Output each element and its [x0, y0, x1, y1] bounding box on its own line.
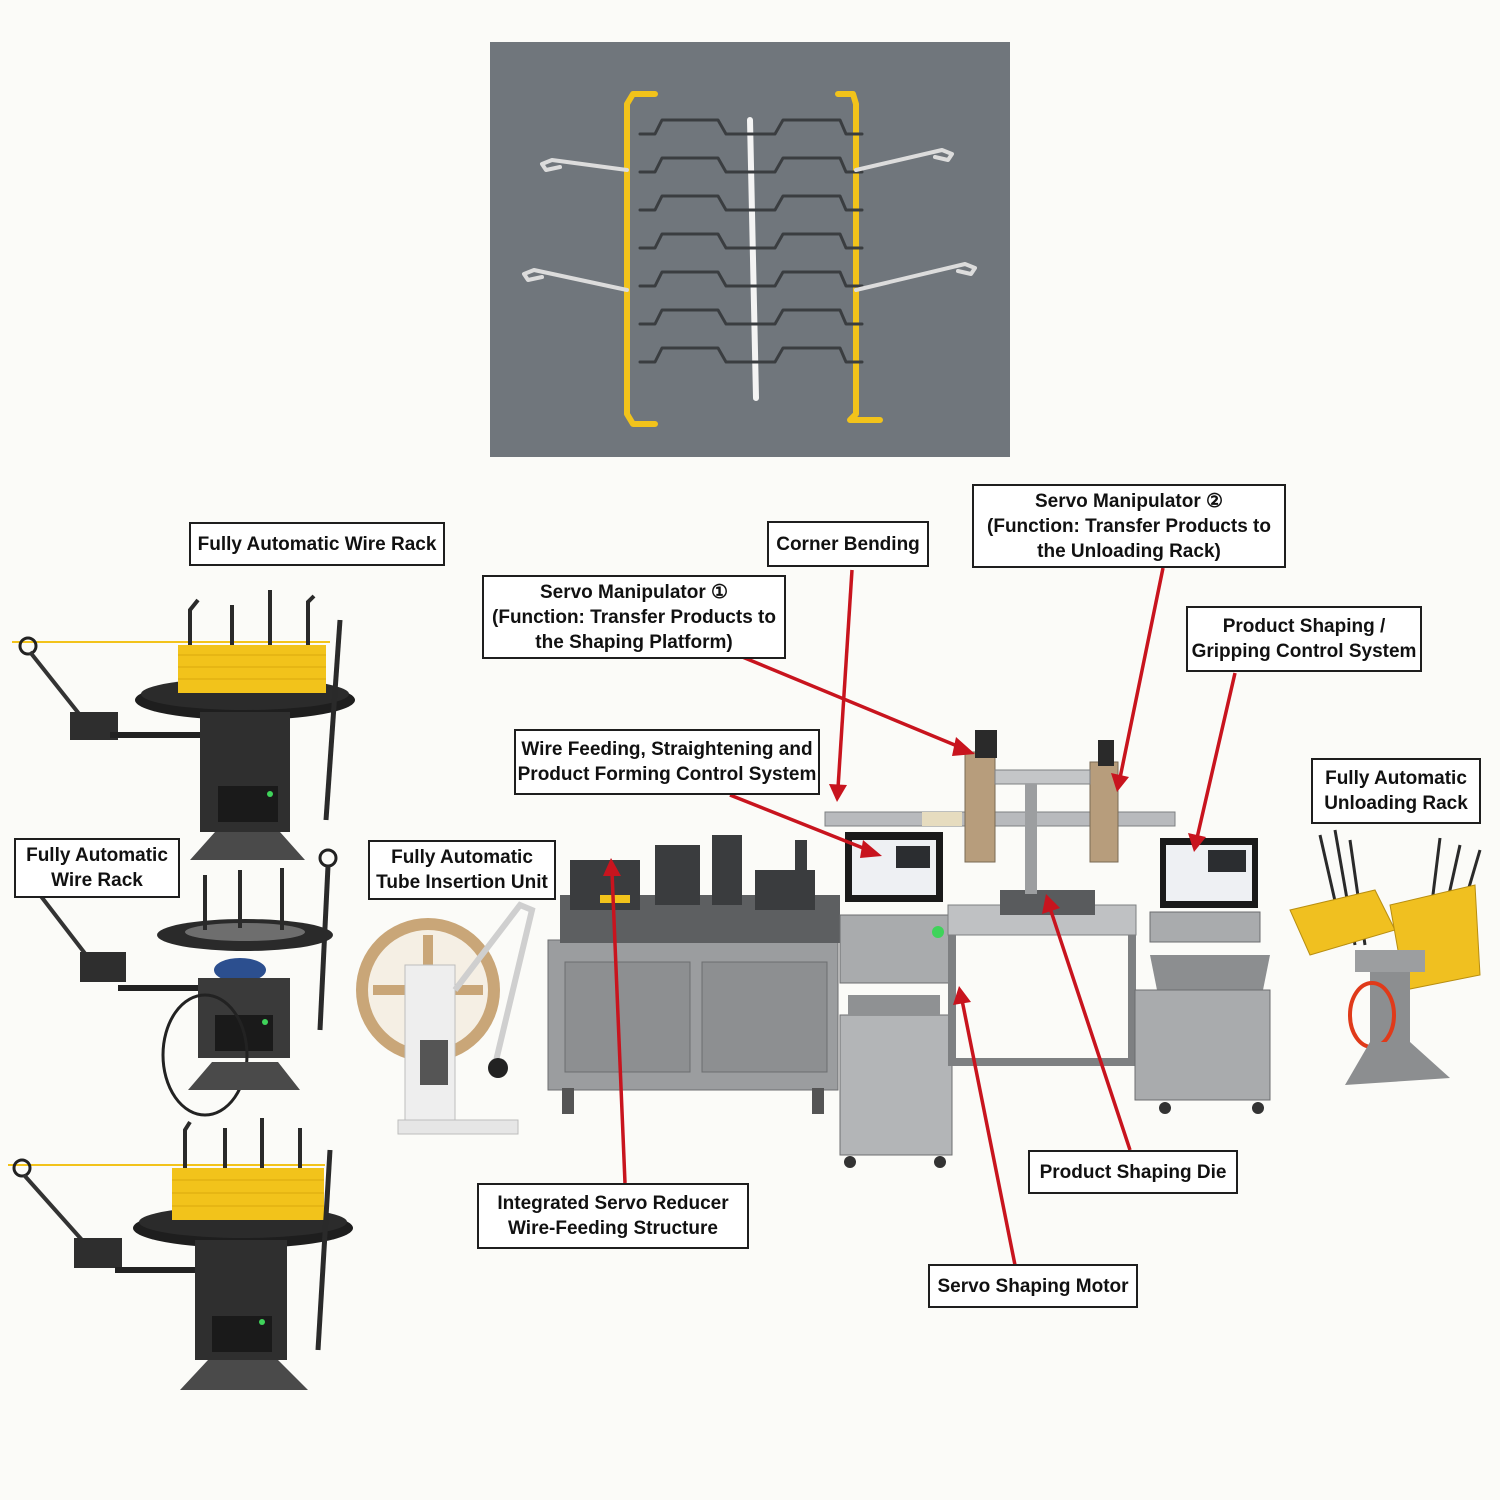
label-servo-manipulator-2: Servo Manipulator ② (Function: Transfer …	[972, 484, 1286, 568]
wire-spool-rack-icon	[8, 1118, 353, 1390]
label-servo-reducer: Integrated Servo Reducer Wire-Feeding St…	[477, 1183, 749, 1249]
forming-machine-icon	[547, 730, 1271, 1168]
callout-arrows	[603, 567, 1237, 1266]
label-tube-insertion: Fully Automatic Tube Insertion Unit	[368, 840, 556, 900]
label-unloading-rack: Fully Automatic Unloading Rack	[1311, 758, 1481, 824]
label-wire-rack-top: Fully Automatic Wire Rack	[189, 522, 445, 566]
label-servo-manipulator-1: Servo Manipulator ① (Function: Transfer …	[482, 575, 786, 659]
tube-reel-icon	[356, 901, 536, 1135]
product-photo	[490, 42, 1010, 457]
label-wire-feeding-control: Wire Feeding, Straightening and Product …	[514, 729, 820, 795]
label-shaping-control: Product Shaping / Gripping Control Syste…	[1186, 606, 1422, 672]
label-corner-bending: Corner Bending	[767, 521, 929, 567]
unloading-rack-icon	[1289, 829, 1482, 1085]
label-shaping-die: Product Shaping Die	[1028, 1150, 1238, 1194]
wire-spool-rack-icon	[12, 590, 355, 860]
wire-spool-rack-icon	[38, 848, 338, 1117]
label-shaping-motor: Servo Shaping Motor	[928, 1264, 1138, 1308]
bent-wire-product	[522, 91, 977, 427]
label-wire-rack-mid: Fully Automatic Wire Rack	[14, 838, 180, 898]
